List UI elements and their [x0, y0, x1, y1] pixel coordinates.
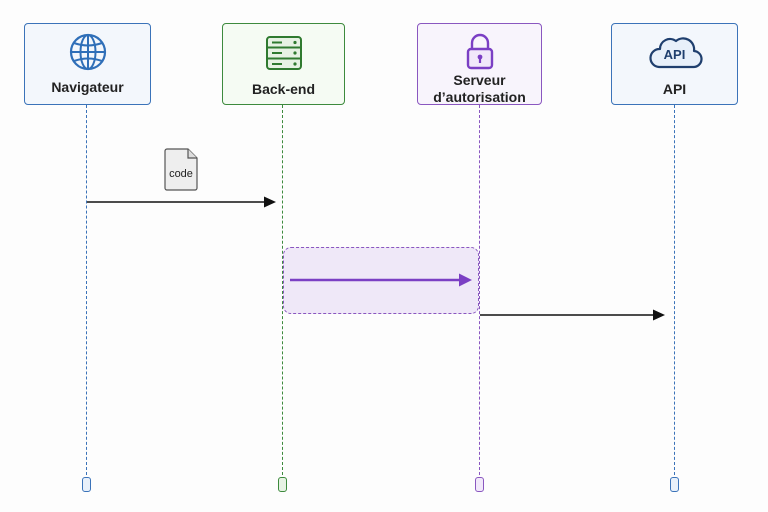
actor-api: API API [611, 23, 738, 105]
actor-label: Back-end [251, 81, 316, 97]
lock-icon [466, 33, 493, 70]
lifeline-end-api [670, 477, 679, 492]
document-icon [164, 148, 198, 191]
message-arrow-serveur-autorisation-to-api [480, 309, 665, 321]
lifeline-serveur-autorisation [479, 105, 480, 475]
message-arrow-navigateur-to-back-end [87, 196, 276, 208]
actor-label: API [662, 81, 687, 97]
lifeline-end-back-end [278, 477, 287, 492]
cloud-icon-text: API [663, 47, 686, 62]
message-arrow-back-end-to-serveur-autorisation [290, 273, 472, 287]
actor-label-line-2: d’autorisation [433, 89, 526, 105]
lifeline-back-end [282, 105, 283, 475]
server-icon [265, 36, 302, 70]
actor-serveur-autorisation: Serveur d’autorisation [417, 23, 542, 105]
message-label: code [169, 168, 193, 180]
lifeline-api [674, 105, 675, 475]
globe-icon [69, 33, 106, 71]
cloud-icon: API [647, 34, 703, 70]
actor-navigateur: Navigateur [24, 23, 151, 105]
actor-label: Navigateur [51, 79, 124, 95]
lifeline-navigateur [86, 105, 87, 475]
actor-label-line-1: Serveur [453, 72, 506, 88]
message-label-document: code [164, 148, 198, 191]
actor-back-end: Back-end [222, 23, 345, 105]
lifeline-end-serveur-autorisation [475, 477, 484, 492]
lifeline-end-navigateur [82, 477, 91, 492]
